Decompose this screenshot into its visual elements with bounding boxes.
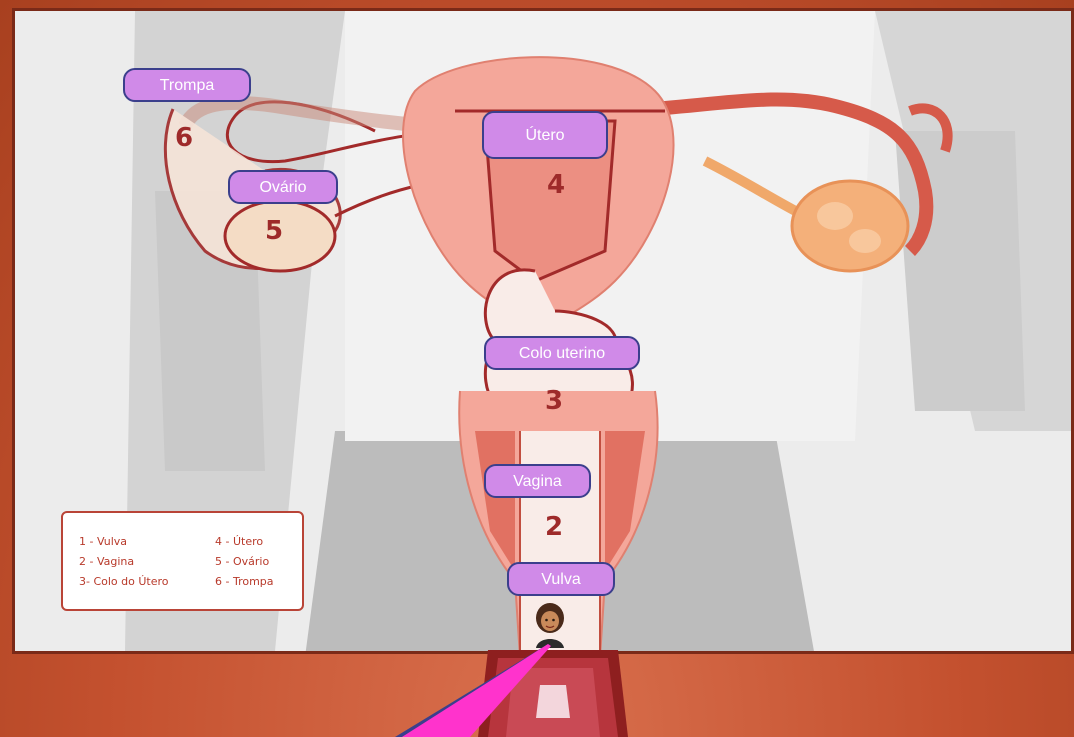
pointer-line: [0, 0, 1074, 737]
